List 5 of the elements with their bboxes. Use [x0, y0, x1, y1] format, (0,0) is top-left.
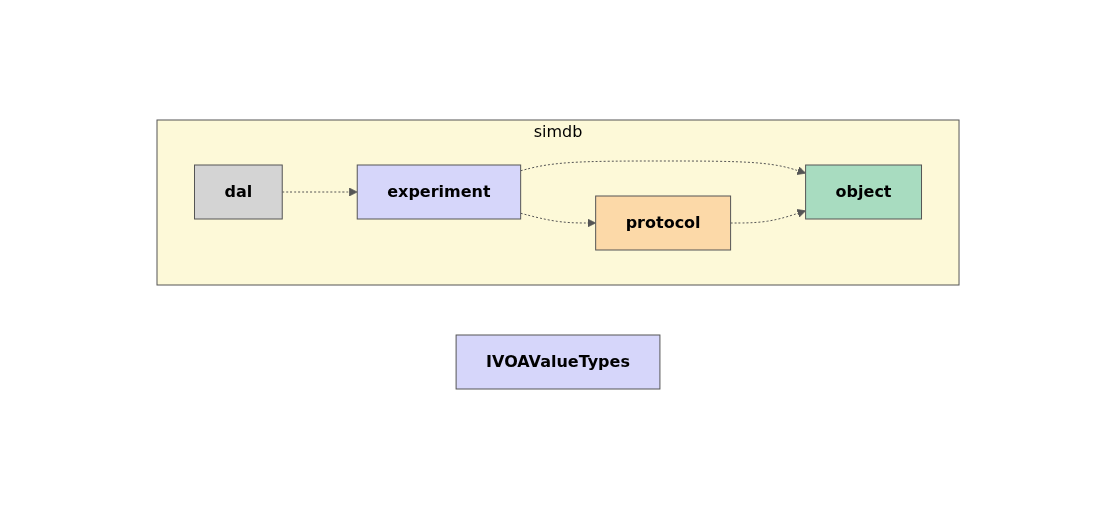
- node-box: dal: [194, 164, 284, 219]
- node-box: experiment: [357, 164, 522, 219]
- node-box: IVOAValueTypes: [456, 334, 661, 389]
- node-box: object: [805, 164, 923, 219]
- node-box: protocol: [595, 195, 732, 250]
